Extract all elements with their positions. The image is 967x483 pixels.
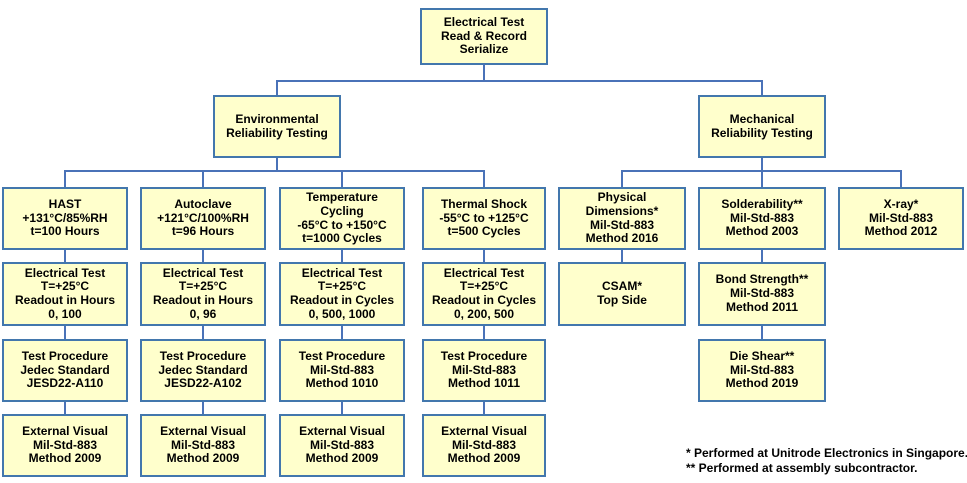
connector-branch-rail — [276, 80, 763, 82]
connector-col1-gap1 — [64, 250, 66, 262]
flow-box-temp-cycling-electrical-test: Electrical Test T=+25°C Readout in Cycle… — [279, 262, 405, 326]
connector-env-rail — [64, 170, 485, 172]
connector-col5-gap1 — [621, 250, 623, 262]
flow-box-csam: CSAM* Top Side — [558, 262, 686, 326]
flow-box-hast-electrical-test: Electrical Test T=+25°C Readout in Hours… — [2, 262, 128, 326]
connector-col4-gap3 — [483, 402, 485, 414]
connector-env-col3-drop — [341, 170, 343, 187]
connector-col2-gap2 — [202, 326, 204, 339]
connector-env-col2-drop — [202, 170, 204, 187]
flow-box-electrical-test-root: Electrical Test Read & Record Serialize — [420, 8, 548, 65]
connector-col6-gap2 — [761, 326, 763, 339]
flow-box-mechanical-reliability-testing: Mechanical Reliability Testing — [698, 95, 826, 158]
flow-box-hast: HAST +131°C/85%RH t=100 Hours — [2, 187, 128, 250]
flow-box-thermal-shock-test-procedure: Test Procedure Mil-Std-883 Method 1011 — [422, 339, 546, 402]
flow-box-solderability: Solderability** Mil-Std-883 Method 2003 — [698, 187, 826, 250]
flow-box-hast-external-visual: External Visual Mil-Std-883 Method 2009 — [2, 414, 128, 477]
flow-box-autoclave-external-visual: External Visual Mil-Std-883 Method 2009 — [140, 414, 266, 477]
connector-col4-gap2 — [483, 326, 485, 339]
connector-root-stem — [483, 64, 485, 81]
flow-box-temp-cycling-test-procedure: Test Procedure Mil-Std-883 Method 1010 — [279, 339, 405, 402]
flow-box-hast-test-procedure: Test Procedure Jedec Standard JESD22-A11… — [2, 339, 128, 402]
connector-col1-gap2 — [64, 326, 66, 339]
flow-box-bond-strength: Bond Strength** Mil-Std-883 Method 2011 — [698, 262, 826, 326]
connector-env-col4-drop — [483, 170, 485, 187]
connector-env-stem — [276, 158, 278, 172]
flow-box-thermal-shock-external-visual: External Visual Mil-Std-883 Method 2009 — [422, 414, 546, 477]
connector-col2-gap1 — [202, 250, 204, 262]
flow-box-thermal-shock: Thermal Shock -55°C to +125°C t=500 Cycl… — [422, 187, 546, 250]
connector-mech-drop — [761, 80, 763, 95]
connector-col3-gap3 — [341, 402, 343, 414]
flow-box-thermal-shock-electrical-test: Electrical Test T=+25°C Readout in Cycle… — [422, 262, 546, 326]
flow-box-autoclave: Autoclave +121°C/100%RH t=96 Hours — [140, 187, 266, 250]
connector-col6-gap1 — [761, 250, 763, 262]
connector-col3-gap1 — [341, 250, 343, 262]
footnotes: * Performed at Unitrode Electronics in S… — [686, 446, 967, 476]
connector-col4-gap1 — [483, 250, 485, 262]
connector-env-col1-drop — [64, 170, 66, 187]
footnote-double-asterisk: ** Performed at assembly subcontractor. — [686, 461, 918, 475]
connector-mech-col6-drop — [761, 170, 763, 187]
connector-col3-gap2 — [341, 326, 343, 339]
connector-mech-col7-drop — [900, 170, 902, 187]
connector-col2-gap3 — [202, 402, 204, 414]
connector-mech-stem — [761, 158, 763, 172]
flow-box-temp-cycling-external-visual: External Visual Mil-Std-883 Method 2009 — [279, 414, 405, 477]
connector-env-drop — [276, 80, 278, 95]
flow-box-die-shear: Die Shear** Mil-Std-883 Method 2019 — [698, 339, 826, 402]
flow-box-autoclave-test-procedure: Test Procedure Jedec Standard JESD22-A10… — [140, 339, 266, 402]
flow-box-physical-dimensions: Physical Dimensions* Mil-Std-883 Method … — [558, 187, 686, 250]
flow-box-autoclave-electrical-test: Electrical Test T=+25°C Readout in Hours… — [140, 262, 266, 326]
footnote-single-asterisk: * Performed at Unitrode Electronics in S… — [686, 446, 967, 460]
flow-box-x-ray: X-ray* Mil-Std-883 Method 2012 — [838, 187, 964, 250]
flow-box-environmental-reliability-testing: Environmental Reliability Testing — [213, 95, 341, 158]
flow-box-temperature-cycling: Temperature Cycling -65°C to +150°C t=10… — [279, 187, 405, 250]
connector-mech-col5-drop — [621, 170, 623, 187]
connector-col1-gap3 — [64, 402, 66, 414]
